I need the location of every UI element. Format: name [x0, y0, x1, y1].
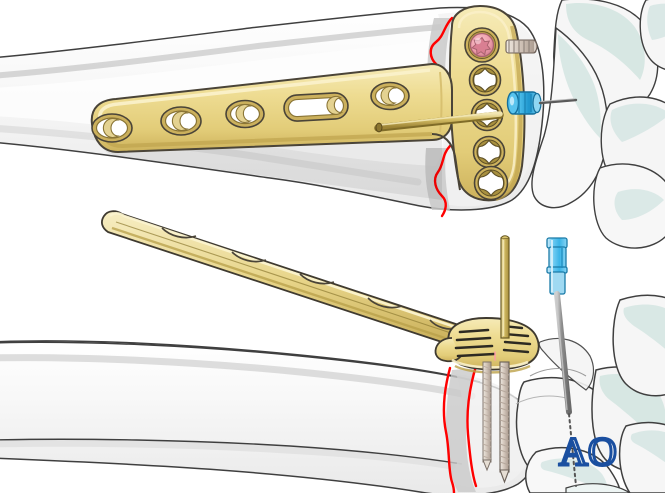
kwire-cut-end: [375, 122, 383, 133]
trocar-dotted-path: [568, 413, 577, 487]
trocar-shaft: [554, 291, 572, 415]
head-hole-2: [468, 63, 502, 97]
lateral-view-group: AO: [0, 210, 665, 493]
drill-guide-blue-ap[interactable]: [506, 91, 578, 115]
head-hole-4: [472, 135, 506, 169]
oval-slot-hole-4: [283, 92, 349, 122]
plate-groove-ap: [439, 71, 443, 133]
t-plate-ap: [90, 4, 526, 202]
plate-edge-midline-lateral: [115, 221, 473, 341]
head-hole-5: [473, 165, 509, 201]
radius-outline-lateral-top: [0, 340, 481, 383]
carpal-guide-line-2: [515, 395, 567, 405]
plate-edge-shade-lateral: [111, 226, 467, 347]
ap-view-group: [0, 0, 665, 249]
ao-logo: AO: [558, 428, 619, 476]
head-hole-1-with-screw: [464, 27, 500, 63]
combi-hole-2: [160, 106, 202, 136]
radius-cortex-lateral-2: [0, 439, 456, 470]
kwire-horizontal-ap: [374, 111, 504, 133]
carpal-guide-line-1: [529, 367, 587, 377]
plate-shaft-holes-ap: [91, 81, 410, 143]
kwire-threads-2: [482, 365, 492, 460]
plate-head-edge-ap: [495, 25, 523, 201]
trocar-blue-lateral[interactable]: [546, 237, 577, 487]
ao-logo-label: AO: [559, 429, 617, 474]
radius-outline-lateral-bottom: [0, 438, 463, 465]
plate-head-slots-lateral: [454, 324, 532, 358]
guide-wire-ap: [538, 98, 578, 105]
fracture-shade2-ap: [425, 148, 450, 210]
fracture-shade-lateral: [445, 368, 476, 492]
plate-edge-highlight-lateral: [109, 212, 477, 336]
combi-hole-3: [225, 99, 265, 129]
fracture-line-lateral-right: [466, 364, 478, 488]
plate-head-holes-ap: [464, 27, 509, 201]
plate-edge-notches-lateral: [161, 227, 459, 330]
cloverleaf-hole-icon: [473, 67, 497, 93]
kwire-vertical-lateral: [482, 235, 510, 484]
fracture-line2-ap: [433, 144, 452, 218]
radius-cortex-line2-ap: [0, 125, 422, 186]
carpal-bones-ap: [531, 0, 665, 249]
radius-cortex-line-ap: [0, 24, 445, 79]
fracture-line-lateral-left: [442, 366, 456, 493]
t-plate-lateral: [101, 210, 540, 374]
combi-hole-1: [91, 113, 133, 143]
kwire-threads: [499, 365, 510, 466]
locking-screw-shaft-ap: [505, 39, 538, 54]
kwire-tip: [499, 469, 510, 484]
radius-cortex-lateral-1: [0, 354, 476, 400]
plate-junction-ap: [431, 133, 461, 191]
combi-hole-5: [370, 81, 410, 111]
